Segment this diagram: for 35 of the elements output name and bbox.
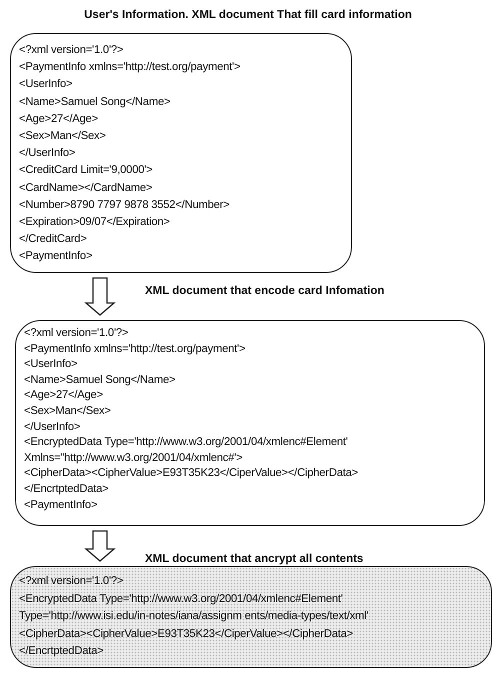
xml-code-line: <Age>27</Age> [19,112,99,127]
xml-code-line: <Number>8790 7797 9878 3552</Number> [19,198,230,213]
xml-code-line: <EncryptedData Type='http://www.w3.org/2001/04/xmlenc#Element' [24,435,349,450]
xml-code-line: <EncryptedData Type='http://www.w3.org/2001/04/xmlenc#Element' [19,592,344,606]
xml-code-line: <CipherData><CipherValue>E93T35K23</CiperValue></CipherData> [19,626,354,642]
document-heading: XML document that ancrypt all contents [145,552,364,566]
xml-code-line: </EncrtptedData> [24,482,110,497]
xml-code-line: <UserInfo> [19,77,74,92]
xml-code-line: </EncrtptedData> [19,644,104,659]
down-arrow [84,277,116,316]
xml-code-line: <Expiration>09/07</Expiration> [19,215,171,230]
xml-code-line: <?xml version='1.0'?> [24,326,130,341]
xml-code-line: <UserInfo> [24,357,78,372]
xml-code-line: <PaymentInfo> [24,498,98,513]
xml-code-line: </UserInfo> [19,146,76,162]
xml-code-line: <Name>Samuel Song</Name> [24,372,176,388]
xml-code-line: <?xml version='1.0'?> [19,43,124,58]
xml-code-line: <Sex>Man</Sex> [24,404,112,419]
xml-code-line: <Name>Samuel Song</Name> [19,94,172,110]
xml-code-line: <CardName></CardName> [19,180,154,196]
xml-code-line: </CreditCard> [19,232,88,248]
xml-code-line: Type='http://www.isi.edu/in-notes/iana/assignm ents/media-types/text/xml' [19,609,370,624]
down-arrow [84,530,116,562]
xml-code-line: <CreditCard Limit='9,0000'> [19,163,154,178]
xml-code-line: Xmlns="http://www.w3.org/2001/04/xmlenc#'> [24,450,244,466]
xml-code-line: <PaymentInfo xmlns='http://test.org/payment'> [24,342,246,357]
xml-code-line: <PaymentInfo> [19,249,94,264]
xml-code-line: <Sex>Man</Sex> [19,129,107,144]
xml-code-line: </UserInfo> [24,420,82,435]
xml-code-line: <Age>27</Age> [24,388,104,404]
document-heading: XML document that encode card Infomation [145,284,386,298]
xml-code-line: <PaymentInfo xmlns='http://test.org/payment'> [19,60,242,76]
xml-code-line: <?xml version='1.0'?> [19,574,124,589]
xml-code-line: <CipherData><CipherValue>E93T35K23</CiperValue></CipherData> [24,466,360,482]
document-heading: User's Information. XML document That fill card information [83,8,413,22]
